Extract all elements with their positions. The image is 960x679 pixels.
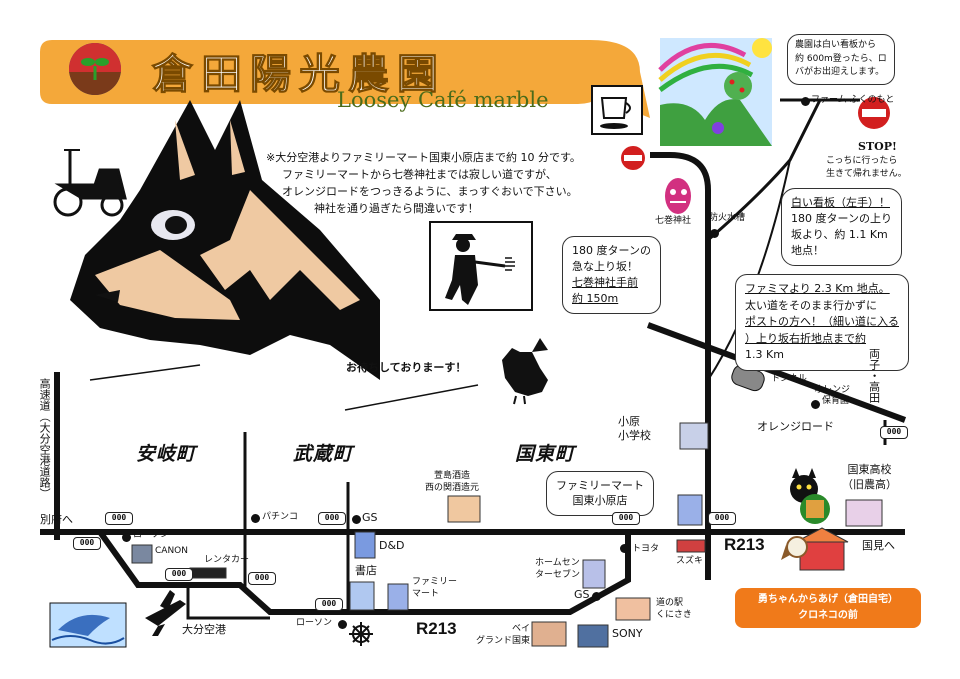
coffee-cup-icon — [591, 85, 643, 135]
directions-note: ※大分空港よりファミリーマート国東小原店まで約 10 分です。 ファミリーマート… — [266, 149, 581, 217]
note-line: 神社を通り過ぎたら間違いです！ — [314, 202, 479, 216]
white-sign-bubble: 白い看板（左手）！ 180 度ターンの上り 坂より、約 1.1 Km 地点！ — [781, 188, 902, 266]
road-sign: 000 — [73, 537, 101, 550]
page-title: 倉田陽光農園 — [152, 50, 446, 99]
r213-lower — [97, 530, 631, 615]
landscape-painting — [658, 38, 772, 146]
road-sign: 000 — [612, 512, 640, 525]
note-line: ファミリーマートから七巻神社までは寂しい道ですが、 — [282, 168, 557, 182]
note-line: オレンジロードをつっきるように、まっすぐおいで下さい。 — [282, 185, 578, 199]
orange-road-label: オレンジロード — [757, 420, 834, 433]
bay-grand-label: ベイ グランド国東 — [476, 624, 531, 646]
welcome-message: お待ちしておりまーす！ — [346, 361, 467, 374]
beppu-label: 別府へ — [40, 513, 73, 526]
airplane-icon — [145, 590, 186, 636]
logo-icon — [69, 43, 121, 95]
stop-sign-icon-2 — [858, 97, 890, 129]
bookstore-label: 書店 — [355, 564, 377, 577]
ship-wheel-icon — [349, 622, 373, 646]
stop-sign-icon — [621, 146, 645, 170]
gs-south-dot — [592, 592, 601, 601]
road-sign: 000 — [105, 512, 133, 525]
suzuki-label: スズキ — [676, 556, 704, 566]
parcel-icon — [800, 494, 830, 524]
water-tank-label: 防火水槽 — [709, 213, 746, 223]
lawson-label: ローソン — [133, 530, 170, 540]
route-label-r213: R213 — [416, 619, 457, 638]
homecenter-label: ホームセン ターセブン — [535, 558, 581, 580]
sake-brewery-label: 萱島酒造 西の関酒造元 — [425, 471, 480, 493]
district-kunisaki: 国東町 — [515, 443, 576, 465]
stop-label: STOP! — [858, 140, 897, 153]
rooster-icon — [502, 338, 548, 405]
page-subtitle: Loosey Café marble — [337, 88, 549, 112]
gs-dot — [352, 515, 361, 524]
familymart-bubble: ファミリーマート 国東小原店 — [546, 471, 654, 516]
michinoeki-label: 道の駅 くにさき — [656, 598, 692, 620]
orange-road — [646, 322, 907, 423]
road-sign: 000 — [880, 426, 908, 439]
horse-head-illustration — [70, 100, 380, 380]
north-road — [650, 152, 711, 580]
sony-label: SONY — [612, 627, 643, 640]
lawson-south-dot — [338, 620, 347, 629]
road-sign: 000 — [248, 572, 276, 585]
pachinko-label: パチンコ — [262, 512, 299, 522]
dd-building — [354, 531, 376, 559]
stop-warning: こっちに行ったら 生きて帰れません。 — [826, 156, 907, 179]
kuroneko-location-box: 勇ちゃんからあげ（倉田自宅） クロネコの前 — [735, 588, 921, 628]
tractor-icon — [53, 149, 127, 217]
slope-bubble: 180 度ターンの 急な上り坂！ 七巻神社手前 約 150m — [562, 236, 661, 314]
note-line: ※大分空港よりファミリーマート国東小原店まで約 10 分です。 — [266, 151, 581, 164]
roads — [40, 98, 907, 620]
lawson-south-label: ローソン — [296, 618, 333, 628]
district-aki: 安岐町 — [136, 443, 197, 465]
farm-dot — [801, 97, 810, 106]
kunisaki-high-label: 国東高校 （旧農高） — [842, 463, 897, 492]
district-musashi: 武蔵町 — [293, 443, 354, 465]
familymart-musashi-label: ファミリー マート — [412, 577, 458, 599]
gs-south-label: GS — [574, 588, 590, 601]
ryoshi-label: 両子・高田へ — [867, 348, 881, 414]
title-banner — [40, 40, 650, 118]
route-label-r213-east: R213 — [724, 535, 765, 554]
rentacar-label: レンタカー — [204, 555, 250, 565]
dolphin-illustration — [49, 602, 127, 648]
road-sign: 000 — [708, 512, 736, 525]
farm-sign-bubble: 農園は白い看板から 約 600m登ったら、ロ バがお出迎えします。 — [787, 34, 895, 85]
orange-nursery-label: オレンジ 保育園 — [814, 385, 851, 407]
obara-school-label: 小原 小学校 — [618, 415, 651, 443]
kunimi-label: 国見へ — [862, 539, 895, 552]
airport-label: 大分空港 — [182, 623, 226, 636]
farm-label: ファーム ふくのもと — [811, 95, 895, 105]
expressway-label: 高速道（大分空港道路） — [38, 378, 52, 499]
water-tank-dot — [710, 229, 719, 238]
toyota-label: トヨタ — [632, 544, 660, 554]
toyota-dot — [620, 544, 629, 553]
road-sign: 000 — [315, 598, 343, 611]
farmer-illustration — [429, 221, 533, 311]
shrine-label: 七巻神社 — [655, 216, 692, 226]
tunnel-label: トンネル — [771, 374, 807, 384]
canon-label: CANON — [155, 546, 188, 556]
nursery-dot — [811, 400, 820, 409]
road-sign: 000 — [165, 568, 193, 581]
road-sign: 000 — [318, 512, 346, 525]
dog-icon — [781, 536, 808, 560]
lawson-dot — [122, 533, 131, 542]
dd-label: D&D — [379, 539, 405, 552]
pachinko-dot — [251, 514, 260, 523]
gs-label: GS — [362, 511, 378, 524]
shrine-mask-icon — [665, 178, 691, 214]
famima-distance-bubble: ファミマより 2.3 Km 地点。 太い道をそのまま行かずに ポストの方へ！（細… — [735, 274, 909, 371]
